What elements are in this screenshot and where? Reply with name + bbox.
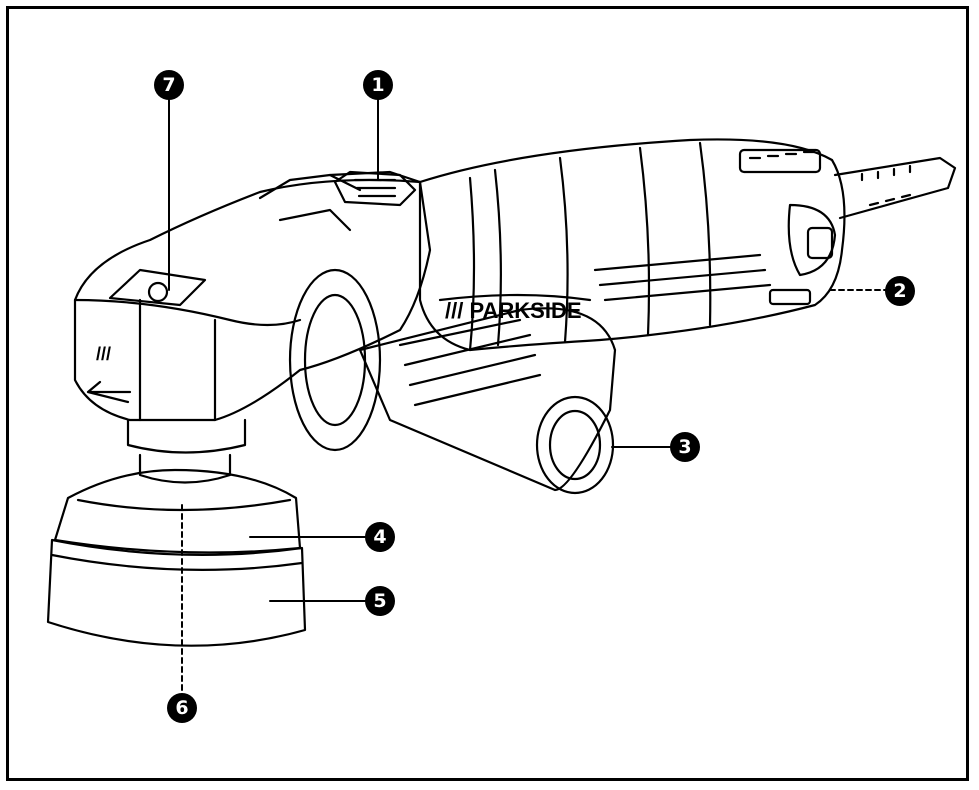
spindle-lock-button xyxy=(108,268,207,307)
polishing-pad xyxy=(46,538,307,647)
motor-housing xyxy=(418,138,846,352)
spindle xyxy=(126,418,247,484)
callout-7: 7 xyxy=(154,70,184,100)
callout-1: 1 xyxy=(363,70,393,100)
brand-logo: /// PARKSIDE xyxy=(445,298,582,323)
power-cord xyxy=(833,156,957,220)
leader-lines xyxy=(168,99,886,691)
callout-4: 4 xyxy=(365,522,395,552)
callout-6: 6 xyxy=(167,693,197,723)
callout-3: 3 xyxy=(670,432,700,462)
on-off-switch xyxy=(333,170,417,207)
gear-head xyxy=(73,170,432,422)
callout-5: 5 xyxy=(365,586,395,616)
figure-frame xyxy=(6,6,969,781)
auxiliary-handle xyxy=(288,268,617,495)
housing-mark: /// xyxy=(96,344,111,364)
direction-arrow xyxy=(86,380,132,404)
callout-2: 2 xyxy=(885,276,915,306)
